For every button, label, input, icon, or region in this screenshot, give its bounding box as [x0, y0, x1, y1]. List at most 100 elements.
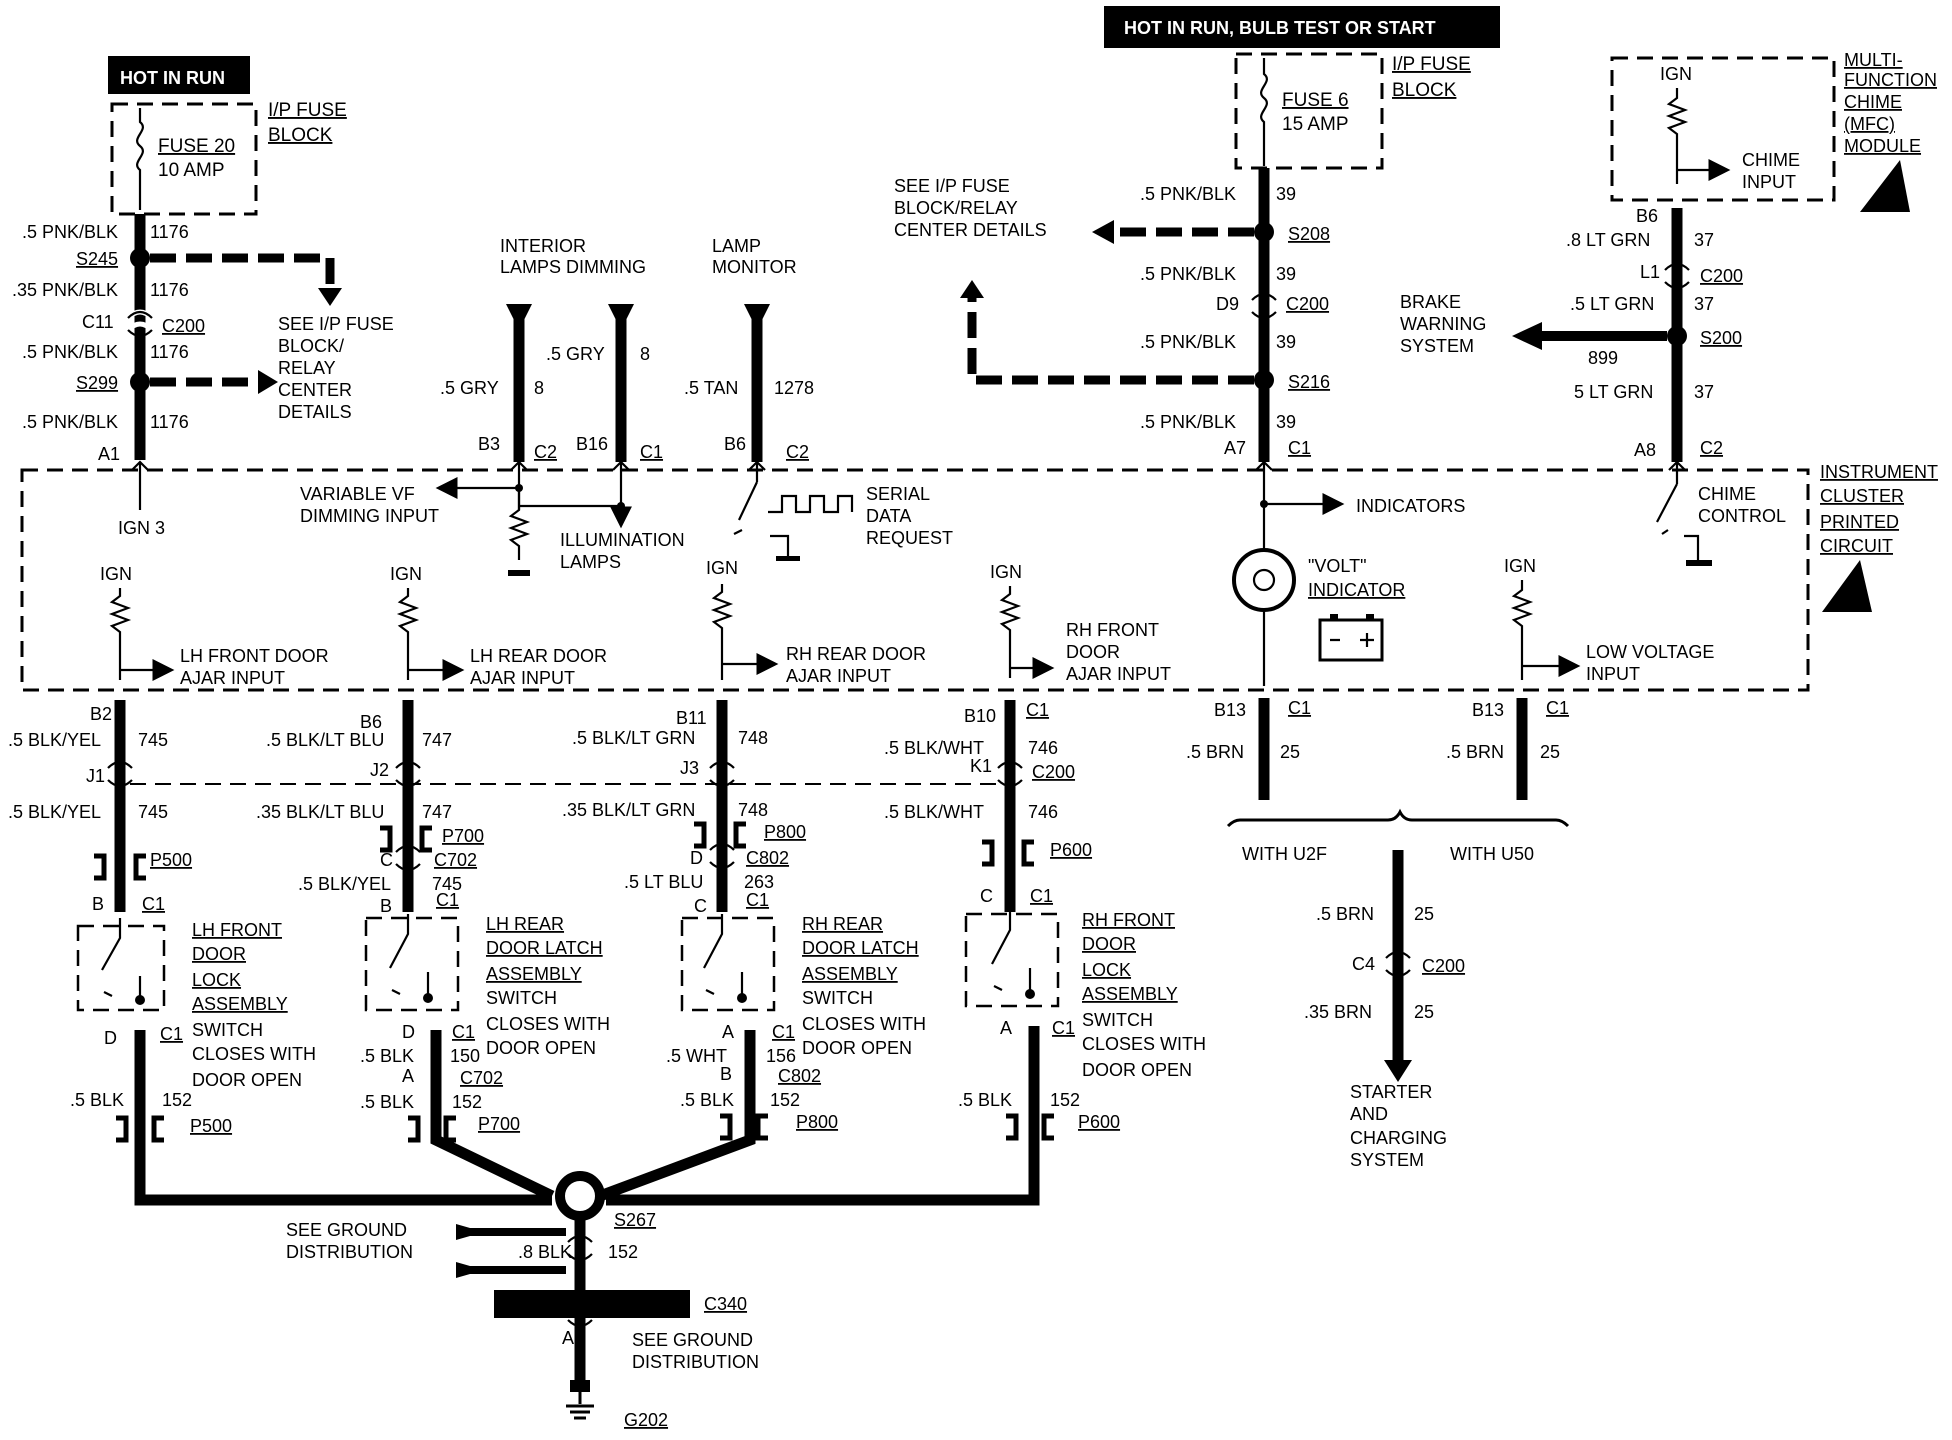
svg-text:S200: S200	[1700, 328, 1742, 348]
svg-text:.5 PNK/BLK: .5 PNK/BLK	[1140, 412, 1236, 432]
svg-text:SYSTEM: SYSTEM	[1350, 1150, 1424, 1170]
svg-text:.8 BLK: .8 BLK	[518, 1242, 572, 1262]
svg-text:MONITOR: MONITOR	[712, 257, 797, 277]
svg-text:152: 152	[770, 1090, 800, 1110]
svg-text:D: D	[402, 1022, 415, 1042]
fuse-20-name: FUSE 20	[158, 136, 235, 157]
svg-text:B11: B11	[676, 708, 707, 728]
svg-text:.35 PNK/BLK: .35 PNK/BLK	[12, 280, 118, 300]
svg-text:B13: B13	[1214, 700, 1246, 720]
svg-text:LH FRONT: LH FRONT	[192, 920, 282, 940]
instrument-cluster-label: INSTRUMENT CLUSTER PRINTED CIRCUIT	[1820, 462, 1938, 556]
svg-text:DISTRIBUTION: DISTRIBUTION	[286, 1242, 413, 1262]
svg-text:P800: P800	[764, 822, 806, 842]
svg-text:152: 152	[1050, 1090, 1080, 1110]
svg-text:37: 37	[1694, 382, 1714, 402]
svg-text:D: D	[690, 848, 703, 868]
svg-text:AND: AND	[1350, 1104, 1388, 1124]
svg-text:K1: K1	[970, 756, 992, 776]
svg-text:CENTER DETAILS: CENTER DETAILS	[894, 220, 1047, 240]
svg-text:AJAR INPUT: AJAR INPUT	[180, 668, 285, 688]
svg-text:IGN 3: IGN 3	[118, 518, 165, 538]
svg-text:A: A	[562, 1328, 574, 1348]
svg-text:B3: B3	[478, 434, 500, 454]
pullup-lh-rear: IGN LH REAR DOOR AJAR INPUT	[390, 564, 607, 688]
svg-text:DOOR OPEN: DOOR OPEN	[486, 1038, 596, 1058]
svg-text:DOOR OPEN: DOOR OPEN	[1082, 1060, 1192, 1080]
svg-text:IGN: IGN	[706, 558, 738, 578]
splice-s267	[555, 1171, 605, 1221]
svg-text:DOOR OPEN: DOOR OPEN	[802, 1038, 912, 1058]
connector-c340	[494, 1290, 690, 1318]
svg-text:.5 BLK: .5 BLK	[958, 1090, 1012, 1110]
svg-text:HOT IN RUN, BULB TEST OR START: HOT IN RUN, BULB TEST OR START	[1124, 18, 1436, 38]
svg-text:.5 BLK: .5 BLK	[360, 1092, 414, 1112]
svg-text:748: 748	[738, 728, 768, 748]
svg-text:.35 BLK/LT GRN: .35 BLK/LT GRN	[562, 800, 695, 820]
svg-text:LH REAR: LH REAR	[486, 914, 564, 934]
svg-text:39: 39	[1276, 412, 1296, 432]
svg-text:C2: C2	[534, 442, 557, 462]
svg-text:WARNING: WARNING	[1400, 314, 1486, 334]
svg-text:S299: S299	[76, 373, 118, 393]
svg-text:745: 745	[432, 874, 462, 894]
svg-text:25: 25	[1414, 904, 1434, 924]
svg-text:BLOCK/: BLOCK/	[278, 336, 344, 356]
svg-text:.5 PNK/BLK: .5 PNK/BLK	[22, 412, 118, 432]
svg-text:CHIME: CHIME	[1698, 484, 1756, 504]
svg-text:B2: B2	[90, 704, 112, 724]
svg-text:DOOR: DOOR	[192, 944, 246, 964]
svg-text:C1: C1	[1288, 698, 1311, 718]
svg-text:37: 37	[1694, 230, 1714, 250]
svg-text:C11: C11	[82, 312, 114, 332]
svg-text:DOOR: DOOR	[1082, 934, 1136, 954]
svg-text:ASSEMBLY: ASSEMBLY	[192, 994, 288, 1014]
svg-text:PRINTED: PRINTED	[1820, 512, 1899, 532]
lh-front-lock-label: LH FRONT DOOR LOCK ASSEMBLY SWITCH CLOSE…	[192, 920, 316, 1090]
svg-text:INDICATORS: INDICATORS	[1356, 496, 1465, 516]
svg-text:39: 39	[1276, 332, 1296, 352]
svg-text:DOOR: DOOR	[1066, 642, 1120, 662]
svg-text:CLOSES WITH: CLOSES WITH	[802, 1014, 926, 1034]
esd-icon-mfc	[1860, 160, 1910, 212]
svg-text:745: 745	[138, 802, 168, 822]
svg-text:C1: C1	[1288, 438, 1311, 458]
svg-text:.5 WHT: .5 WHT	[666, 1046, 727, 1066]
svg-text:BLOCK/RELAY: BLOCK/RELAY	[894, 198, 1018, 218]
ip-fuse-label-left: I/P FUSE	[268, 100, 347, 121]
svg-text:.5 BLK/WHT: .5 BLK/WHT	[884, 802, 984, 822]
svg-text:C340: C340	[704, 1294, 747, 1314]
pullup-lh-front: IGN LH FRONT DOOR AJAR INPUT	[100, 564, 329, 688]
svg-text:CLOSES WITH: CLOSES WITH	[1082, 1034, 1206, 1054]
svg-text:LAMP: LAMP	[712, 236, 761, 256]
svg-text:C1: C1	[1052, 1018, 1075, 1038]
svg-text:150: 150	[450, 1046, 480, 1066]
svg-text:LAMPS DIMMING: LAMPS DIMMING	[500, 257, 646, 277]
svg-text:INPUT: INPUT	[1742, 172, 1796, 192]
svg-text:A8: A8	[1634, 440, 1656, 460]
svg-text:L1: L1	[1640, 262, 1660, 282]
rh-front-door-lock-switch	[964, 910, 1060, 1008]
svg-text:C2: C2	[1700, 438, 1723, 458]
svg-text:P700: P700	[442, 826, 484, 846]
svg-text:746: 746	[1028, 802, 1058, 822]
svg-text:DOOR LATCH: DOOR LATCH	[486, 938, 603, 958]
svg-text:CONTROL: CONTROL	[1698, 506, 1786, 526]
fuse-6-symbol	[1260, 58, 1268, 166]
svg-text:C: C	[694, 896, 707, 916]
instrument-cluster-box	[20, 468, 1810, 692]
svg-text:.5 PNK/BLK: .5 PNK/BLK	[22, 222, 118, 242]
fuse-block-right	[1234, 52, 1384, 170]
svg-text:IGN: IGN	[1660, 64, 1692, 84]
svg-text:1176: 1176	[150, 342, 189, 362]
svg-text:S245: S245	[76, 249, 118, 269]
svg-text:IGN: IGN	[100, 564, 132, 584]
svg-text:C200: C200	[1700, 266, 1743, 286]
svg-text:C1: C1	[746, 890, 769, 910]
svg-text:.5 GRY: .5 GRY	[440, 378, 499, 398]
svg-text:SERIAL: SERIAL	[866, 484, 930, 504]
svg-text:S216: S216	[1288, 372, 1330, 392]
svg-text:WITH U2F: WITH U2F	[1242, 844, 1327, 864]
svg-text:152: 152	[162, 1090, 192, 1110]
svg-text:CENTER: CENTER	[278, 380, 352, 400]
